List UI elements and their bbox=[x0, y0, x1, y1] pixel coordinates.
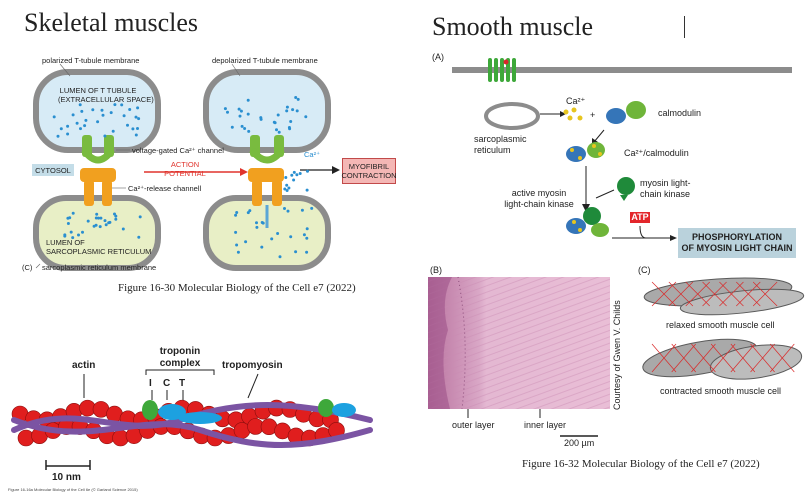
smooth-caption: Figure 16-32 Molecular Biology of the Ce… bbox=[522, 458, 760, 470]
t-tubule-left bbox=[33, 69, 161, 153]
voltage-channel-left bbox=[81, 135, 115, 164]
sarcoplasmic-label: sarcoplasmic reticulum bbox=[474, 134, 527, 155]
thin-filament bbox=[11, 399, 373, 448]
relaxed-cell bbox=[643, 277, 805, 316]
skeletal-caption: Figure 16-30 Molecular Biology of the Ce… bbox=[118, 282, 356, 294]
smooth-title: Smooth muscle bbox=[432, 12, 594, 41]
ca-release-label: Ca²⁺-release channell bbox=[128, 184, 202, 193]
relaxed-cell-label: relaxed smooth muscle cell bbox=[666, 320, 775, 330]
panel-a-label: (A) bbox=[432, 52, 444, 62]
troponin-label: troponin complex bbox=[159, 346, 201, 369]
contracted-cell bbox=[642, 338, 803, 380]
t-tubule-right bbox=[203, 69, 331, 153]
release-channel-left bbox=[80, 168, 116, 206]
skeletal-title: Skeletal muscles bbox=[24, 8, 199, 37]
ca-ion-label: Ca²⁺ bbox=[304, 150, 321, 159]
tropomyosin-label: tropomyosin bbox=[222, 360, 283, 371]
lumen-sr-label: LUMEN OF SARCOPLASMIC RETICULUM bbox=[46, 238, 152, 256]
phosphorylation-box: PHOSPHORYLATION OF MYOSIN LIGHT CHAIN bbox=[678, 228, 796, 258]
calmodulin-shape bbox=[606, 101, 646, 124]
outer-layer-label: outer layer bbox=[452, 420, 495, 430]
cytosol-label: CYTOSOL bbox=[32, 164, 74, 176]
active-kinase-shape bbox=[566, 207, 609, 237]
courtesy-label: Courtesy of Gwen V. Childs bbox=[612, 300, 622, 410]
troponin-t-label: T bbox=[179, 378, 186, 389]
lumen-tubule-label: LUMEN OF T TUBULE (EXTRACELLULAR SPACE) bbox=[58, 86, 154, 104]
voltage-gated-label: voltage-gated Ca²⁺ channel bbox=[132, 146, 224, 155]
voltage-channel-right bbox=[249, 135, 285, 164]
panel-c-skeletal: (C) bbox=[22, 263, 33, 272]
receptor bbox=[488, 58, 516, 82]
micrograph-image bbox=[428, 276, 610, 410]
polarized-label: polarized T-tubule membrane bbox=[42, 56, 140, 65]
sarcoplasmic-vesicle bbox=[484, 102, 540, 130]
text-cursor bbox=[684, 16, 685, 38]
cell-red-filaments bbox=[651, 281, 795, 373]
scale-10nm-label: 10 nm bbox=[52, 472, 81, 483]
ca-calmodulin-shape bbox=[566, 142, 605, 162]
myofibril-contraction-box: MYOFIBRIL CONTRACTION bbox=[342, 158, 397, 184]
contracted-cell-label: contracted smooth muscle cell bbox=[660, 386, 782, 396]
troponin-i-label: I bbox=[149, 378, 152, 389]
panel-b-label: (B) bbox=[430, 265, 442, 275]
actin-label: actin bbox=[72, 360, 96, 371]
plus-sign: + bbox=[590, 110, 596, 120]
inner-layer-label: inner layer bbox=[524, 420, 567, 430]
calmodulin-label: calmodulin bbox=[658, 108, 702, 118]
action-potential-label: ACTION POTENTIAL bbox=[164, 160, 206, 178]
filament-credit: Figure 16-16a Molecular Biology of the C… bbox=[8, 487, 138, 492]
troponin-c-label: C bbox=[163, 378, 171, 389]
depolarized-label: depolarized T-tubule membrane bbox=[212, 56, 318, 65]
panel-c-smooth: (C) bbox=[638, 265, 651, 275]
release-channel-right bbox=[248, 168, 284, 228]
active-kinase-label: active myosin light-chain kinase bbox=[504, 188, 574, 209]
mlck-shape bbox=[617, 177, 635, 201]
ca-calmodulin-label: Ca²⁺/calmodulin bbox=[624, 148, 689, 158]
micrograph-scale-label: 200 µm bbox=[564, 438, 595, 448]
sr-left bbox=[33, 195, 161, 271]
atp-badge: ATP bbox=[630, 212, 650, 223]
ca-ion-smooth: Ca²⁺ bbox=[566, 96, 586, 106]
mlck-label: myosin light- chain kinase bbox=[640, 178, 691, 199]
sr-membrane-label: sarcoplasmic reticulum membrane bbox=[42, 263, 157, 272]
